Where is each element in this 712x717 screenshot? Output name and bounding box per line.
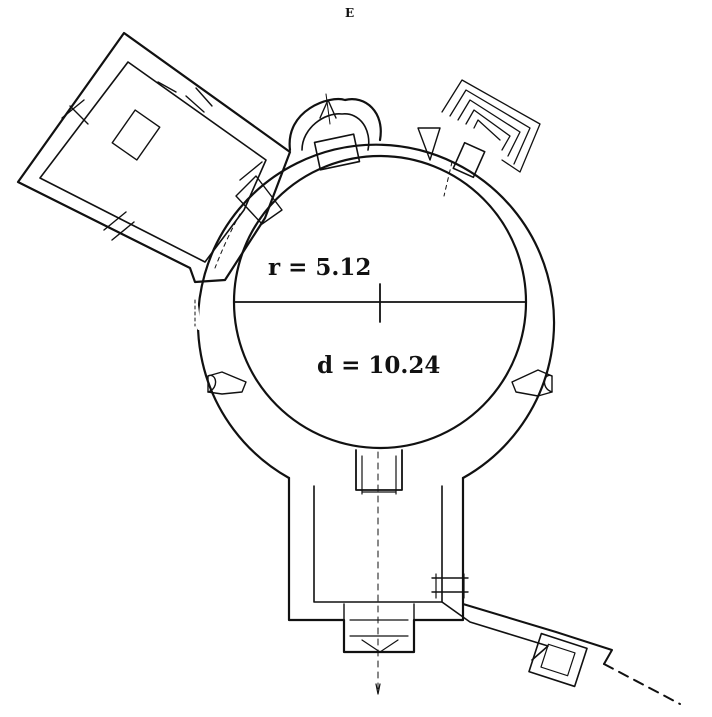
embrasures: [207, 369, 553, 397]
ne-stepped-structure: [417, 79, 541, 197]
radius-label: r = 5.12: [268, 254, 372, 281]
diameter-line: [233, 283, 527, 323]
nw-annex: [16, 31, 292, 284]
main-tower-walls: [193, 143, 556, 480]
orientation-label: E: [345, 6, 355, 20]
se-passage: [431, 573, 681, 705]
top-apse: [288, 93, 382, 171]
south-annex: [287, 449, 465, 695]
diameter-label: d = 10.24: [317, 352, 441, 379]
